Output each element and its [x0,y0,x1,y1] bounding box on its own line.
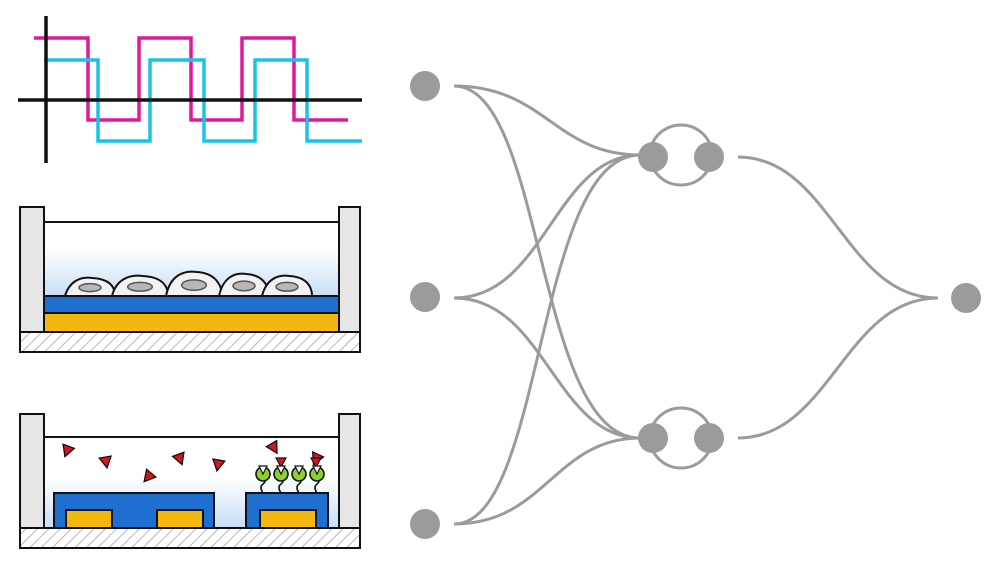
receptor [291,465,307,494]
analyte-triangle [143,468,158,483]
output-node [951,283,981,313]
hatched-base [19,331,361,353]
analyte-triangle [211,458,226,473]
network-edges [453,84,939,526]
magenta-square-wave [34,36,348,122]
left-wall [19,206,45,333]
edge-input3-hidden1 [453,153,641,526]
cell [63,276,117,297]
receptor-pocket [312,465,322,476]
receptor [309,465,325,494]
edge-input2-hidden1 [453,153,641,300]
edge-input2-hidden2 [453,296,641,440]
input-node-2 [410,282,440,312]
network-nodes [410,71,981,539]
analyte-triangle [62,443,76,458]
cell-culture-well-icon [19,206,361,353]
hidden-node-2b [694,423,724,453]
sensor-left-wall [19,413,45,529]
cell-nucleus [126,281,154,292]
cell-nucleus [180,279,208,292]
square-wave-signals-icon [18,16,362,163]
neural-network-icon [410,71,981,539]
edge-hidden1-output [737,155,939,300]
input-node-3 [410,509,440,539]
bound-analyte-triangle [274,457,288,469]
receptor-array [255,465,325,494]
bound-analyte-triangle [309,457,323,469]
hidden-node-2a [638,423,668,453]
cell-nucleus [275,281,299,292]
cell-nucleus [232,280,256,292]
hidden-node-1b [694,142,724,172]
cell [260,274,314,297]
gold-electrode-1 [65,509,113,529]
receptor [273,465,289,494]
sensor-hatched-base [19,527,361,549]
analyte-triangle [98,455,113,470]
analyte-triangle [265,439,278,455]
cell-nucleus [78,282,102,293]
analyte-particles [62,439,325,483]
receptor-pocket [276,465,286,476]
edge-input3-hidden2 [453,436,641,526]
cell-monolayer [63,270,314,297]
edge-hidden2-output [737,296,939,440]
receptor [255,465,271,494]
receptor-pocket [294,465,304,476]
receptor-pocket [258,465,268,476]
gold-substrate-layer [43,312,340,333]
edge-input1-hidden2 [453,84,641,440]
analyte-triangle [171,451,185,466]
hidden-node-1a [638,142,668,172]
cell [110,274,170,297]
edge-input1-hidden1 [453,84,641,157]
blue-layer [43,295,340,314]
gold-electrode-2 [156,509,204,529]
right-wall [338,206,361,333]
cell [164,270,224,297]
receptor-sensor-well-icon [19,413,361,549]
input-node-1 [410,71,440,101]
gold-electrode-3 [259,509,317,529]
sensor-right-wall [338,413,361,529]
